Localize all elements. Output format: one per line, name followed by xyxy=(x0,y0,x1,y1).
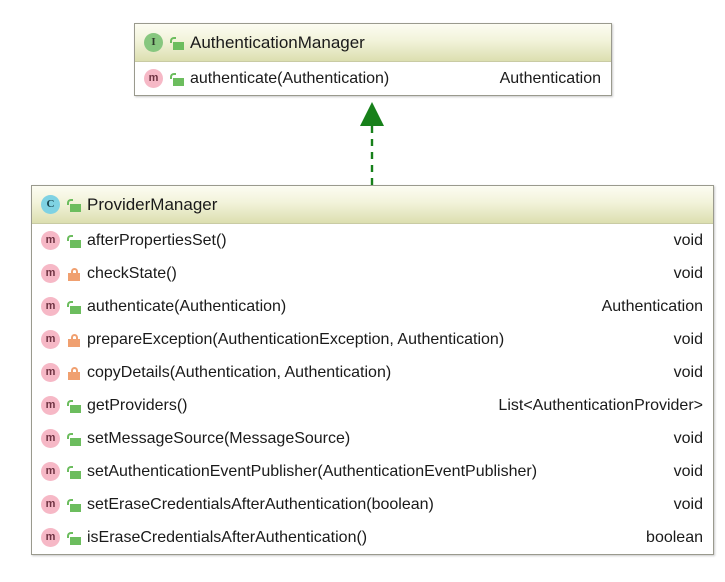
public-lock-icon xyxy=(170,72,184,86)
public-lock-icon xyxy=(67,198,81,212)
member-row[interactable]: m getProviders() List<AuthenticationProv… xyxy=(32,389,713,422)
public-lock-icon xyxy=(67,465,81,479)
interface-badge-icon: I xyxy=(144,33,163,52)
method-badge-icon: m xyxy=(41,462,60,481)
public-lock-icon xyxy=(67,300,81,314)
method-badge-icon: m xyxy=(41,495,60,514)
method-badge-icon: m xyxy=(41,330,60,349)
member-return-type: void xyxy=(673,231,703,249)
node-title-authentication-manager: AuthenticationManager xyxy=(190,32,365,52)
method-badge-icon: m xyxy=(41,231,60,250)
method-badge-icon: m xyxy=(144,69,163,88)
public-lock-icon xyxy=(67,399,81,413)
member-return-type: void xyxy=(673,495,703,513)
private-lock-icon xyxy=(67,333,81,347)
member-return-type: void xyxy=(673,429,703,447)
uml-node-provider-manager[interactable]: C ProviderManager m afterPropertiesSet()… xyxy=(31,185,714,555)
member-row[interactable]: m authenticate(Authentication) Authentic… xyxy=(32,290,713,323)
member-signature: getProviders() xyxy=(87,396,188,414)
member-signature: prepareException(AuthenticationException… xyxy=(87,330,505,348)
member-row[interactable]: m isEraseCredentialsAfterAuthentication(… xyxy=(32,521,713,554)
public-lock-icon xyxy=(67,432,81,446)
member-return-type: void xyxy=(673,462,703,480)
public-lock-icon xyxy=(67,531,81,545)
uml-node-authentication-manager[interactable]: I AuthenticationManager m authenticate(A… xyxy=(134,23,612,96)
member-signature: setEraseCredentialsAfterAuthentication(b… xyxy=(87,495,434,513)
member-row[interactable]: m copyDetails(Authentication, Authentica… xyxy=(32,356,713,389)
public-lock-icon xyxy=(67,234,81,248)
member-return-type: boolean xyxy=(646,528,703,546)
member-signature: setMessageSource(MessageSource) xyxy=(87,429,351,447)
node-title-provider-manager: ProviderManager xyxy=(87,194,218,214)
member-return-type: Authentication xyxy=(601,297,703,315)
public-lock-icon xyxy=(67,498,81,512)
realization-arrowhead xyxy=(360,102,384,126)
member-signature: authenticate(Authentication) xyxy=(190,69,390,87)
private-lock-icon xyxy=(67,366,81,380)
method-badge-icon: m xyxy=(41,528,60,547)
member-list-provider-manager: m afterPropertiesSet() void m checkState… xyxy=(32,224,713,554)
member-list-authentication-manager: m authenticate(Authentication) Authentic… xyxy=(135,62,611,95)
node-header-authentication-manager[interactable]: I AuthenticationManager xyxy=(135,24,611,62)
member-return-type: void xyxy=(673,330,703,348)
method-badge-icon: m xyxy=(41,264,60,283)
member-row[interactable]: m afterPropertiesSet() void xyxy=(32,224,713,257)
member-return-type: void xyxy=(673,363,703,381)
member-signature: copyDetails(Authentication, Authenticati… xyxy=(87,363,392,381)
node-header-provider-manager[interactable]: C ProviderManager xyxy=(32,186,713,224)
method-badge-icon: m xyxy=(41,297,60,316)
member-row[interactable]: m authenticate(Authentication) Authentic… xyxy=(135,62,611,95)
member-row[interactable]: m checkState() void xyxy=(32,257,713,290)
member-signature: setAuthenticationEventPublisher(Authenti… xyxy=(87,462,538,480)
member-return-type: void xyxy=(673,264,703,282)
member-row[interactable]: m prepareException(AuthenticationExcepti… xyxy=(32,323,713,356)
public-lock-icon xyxy=(170,36,184,50)
member-row[interactable]: m setEraseCredentialsAfterAuthentication… xyxy=(32,488,713,521)
member-return-type: List<AuthenticationProvider> xyxy=(498,396,703,414)
member-signature: isEraseCredentialsAfterAuthentication() xyxy=(87,528,368,546)
member-return-type: Authentication xyxy=(499,69,601,87)
member-row[interactable]: m setMessageSource(MessageSource) void xyxy=(32,422,713,455)
private-lock-icon xyxy=(67,267,81,281)
member-row[interactable]: m setAuthenticationEventPublisher(Authen… xyxy=(32,455,713,488)
member-signature: checkState() xyxy=(87,264,177,282)
class-badge-icon: C xyxy=(41,195,60,214)
member-signature: afterPropertiesSet() xyxy=(87,231,227,249)
member-signature: authenticate(Authentication) xyxy=(87,297,287,315)
method-badge-icon: m xyxy=(41,363,60,382)
method-badge-icon: m xyxy=(41,396,60,415)
method-badge-icon: m xyxy=(41,429,60,448)
